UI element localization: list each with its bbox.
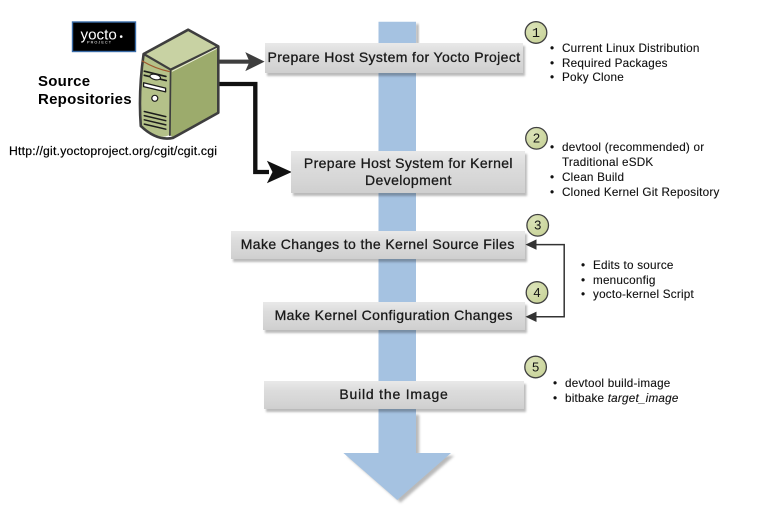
svg-text:4: 4	[533, 285, 540, 300]
svg-text:3: 3	[534, 218, 541, 233]
svg-text:2: 2	[533, 131, 540, 146]
svg-text:PROJECT: PROJECT	[87, 41, 112, 45]
svg-text:5: 5	[532, 359, 539, 374]
svg-text:1: 1	[532, 27, 540, 42]
svg-text:yocto: yocto	[81, 27, 117, 44]
